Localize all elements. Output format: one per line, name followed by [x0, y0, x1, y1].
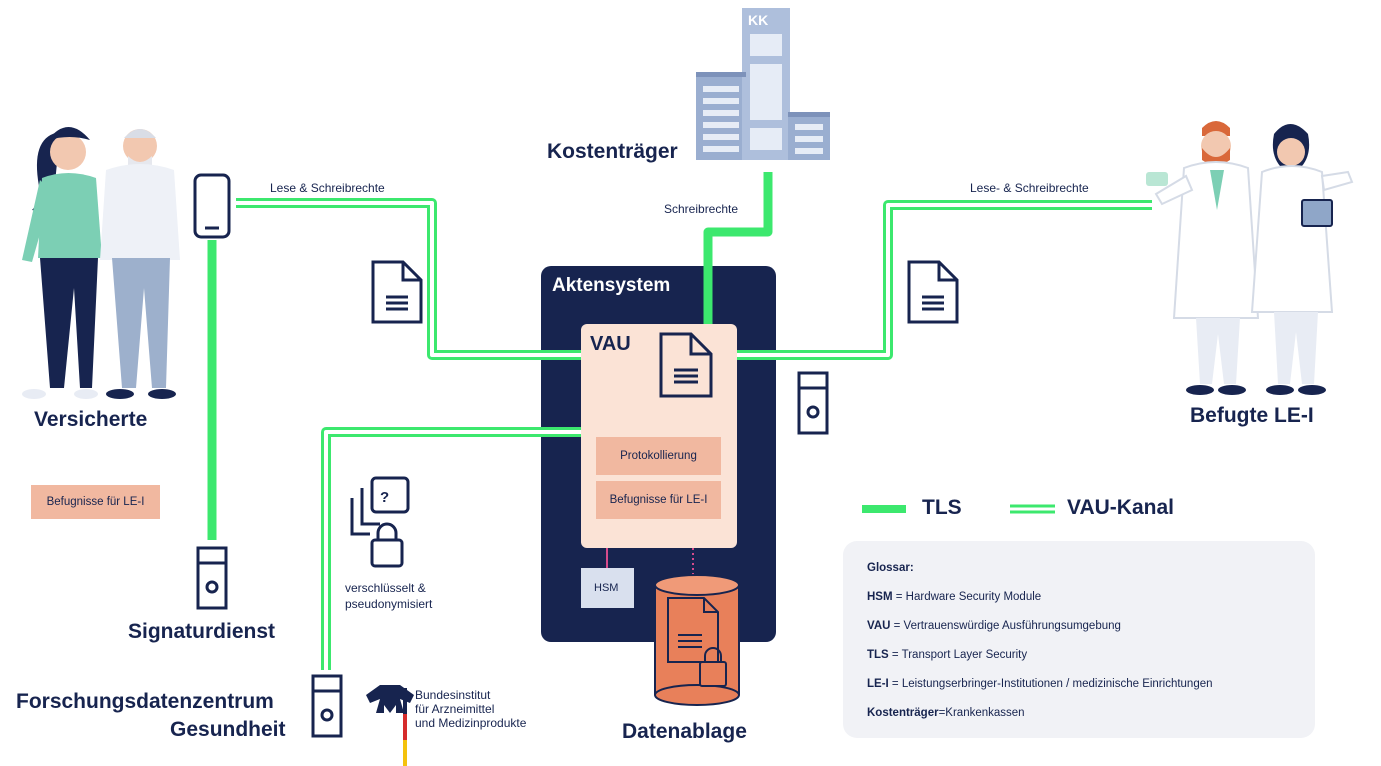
bfarm-logo: [366, 685, 414, 766]
glossary-item: Kostenträger=Krankenkassen: [867, 707, 1025, 719]
hsm-label: HSM: [594, 582, 619, 594]
document-icon: [371, 260, 423, 324]
glossary-item: LE-I = Leistungserbringer-Institutionen …: [867, 678, 1213, 690]
bfarm-line2: für Arzneimittel: [415, 702, 495, 716]
kostentraeger-label: Kostenträger: [547, 140, 678, 163]
document-icon: [907, 260, 959, 324]
legend-tls-label: TLS: [922, 496, 962, 519]
glossary-title: Glossar:: [867, 562, 914, 574]
hsm-box: [581, 568, 634, 608]
glossary-panel: Glossar: HSM = Hardware Security Module …: [843, 541, 1315, 738]
glossary-item: VAU = Vertrauenswürdige Ausführungsumgeb…: [867, 620, 1121, 632]
database-icon: [654, 574, 740, 706]
server-icon: [196, 546, 228, 610]
server-icon: [311, 674, 343, 738]
building-label: KK: [748, 12, 768, 28]
encryption-note-line2: pseudonymisiert: [345, 597, 433, 611]
smartphone-icon: [193, 173, 231, 239]
bfarm-text: Bundesinstitut für Arzneimittel und Medi…: [415, 688, 526, 730]
datenablage-label: Datenablage: [622, 720, 747, 743]
left-channel-label: Lese & Schreibrechte: [270, 181, 385, 195]
glossary-item: HSM = Hardware Security Module: [867, 591, 1042, 603]
versicherte-people-illustration: [22, 127, 180, 399]
legend-vau-kanal-label: VAU-Kanal: [1067, 496, 1174, 519]
vau-title: VAU: [590, 333, 631, 355]
befugte-le-i-label: Befugte LE-I: [1190, 404, 1314, 427]
document-icon: [659, 332, 713, 398]
glossary-item: TLS = Transport Layer Security: [867, 649, 1028, 661]
left-befugnisse-box: Befugnisse für LE-I: [31, 485, 160, 519]
kostentraeger-building-icon: KK: [696, 8, 830, 160]
svg-text:?: ?: [380, 489, 389, 506]
vau-befugnisse-box: Befugnisse für LE-I: [596, 481, 721, 519]
anonymized-profile-lock-icon: ?: [350, 476, 410, 568]
top-channel-label: Schreibrechte: [664, 202, 739, 216]
bfarm-line3: und Medizinprodukte: [415, 716, 527, 730]
versicherte-label: Versicherte: [34, 408, 148, 431]
server-icon: [797, 371, 829, 435]
encryption-note-line1: verschlüsselt &: [345, 581, 426, 595]
right-channel-label: Lese- & Schreibrechte: [970, 181, 1089, 195]
aktensystem-title: Aktensystem: [552, 275, 671, 296]
befugte-le-i-doctors-illustration: [1146, 121, 1354, 395]
forschungsdatenzentrum-label-line2: Gesundheit: [170, 718, 286, 741]
protokollierung-box: Protokollierung: [596, 437, 721, 475]
signaturdienst-label: Signaturdienst: [128, 620, 276, 643]
bfarm-line1: Bundesinstitut: [415, 688, 491, 702]
forschungsdatenzentrum-label-line1: Forschungsdatenzentrum: [16, 690, 274, 713]
